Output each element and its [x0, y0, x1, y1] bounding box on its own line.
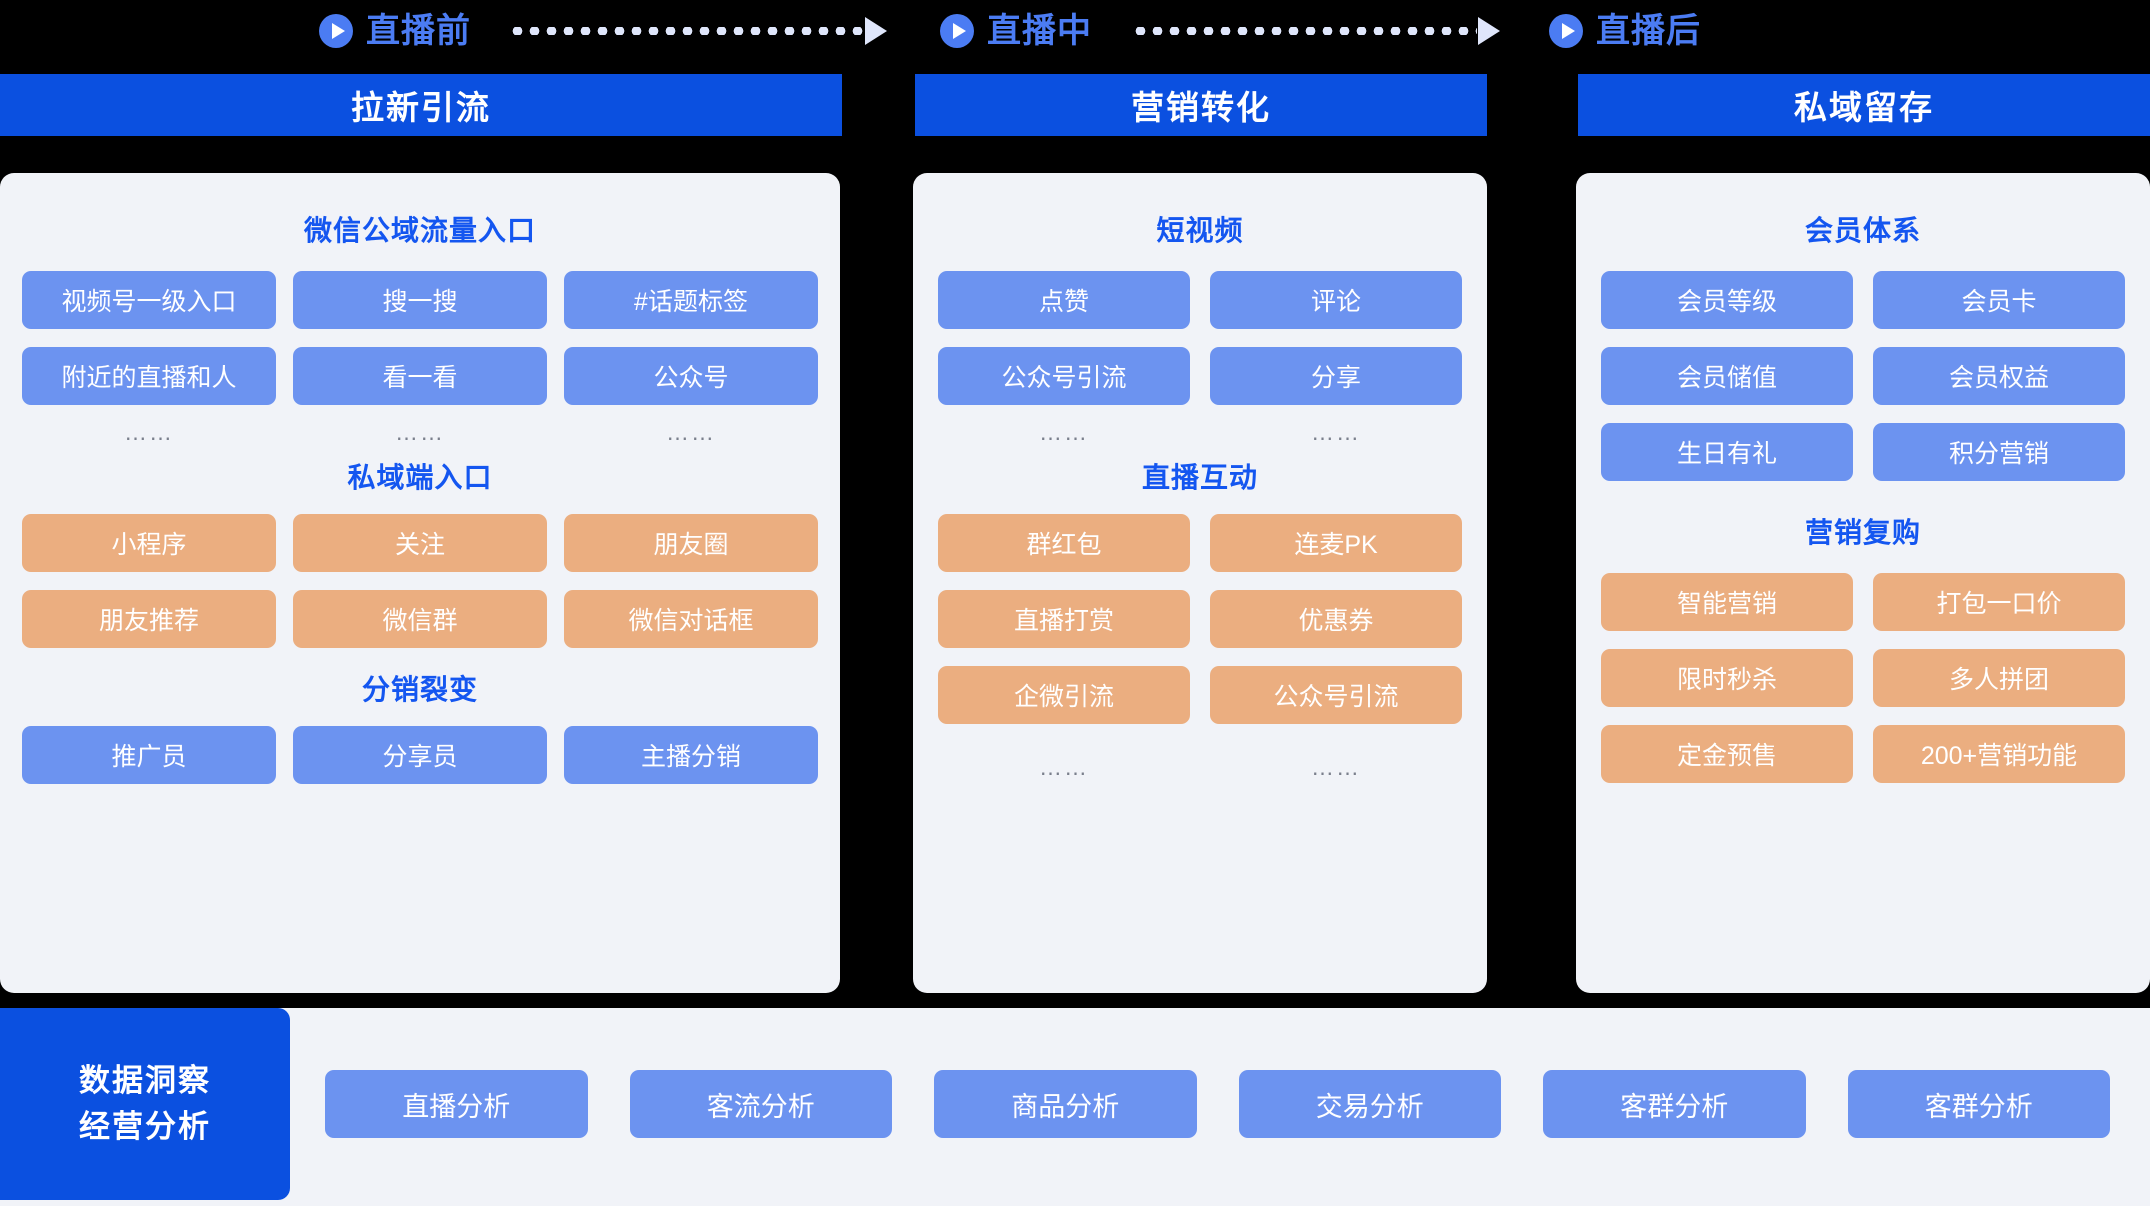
pill-grid-distribution-fission: 推广员 分享员 主播分销 [22, 726, 818, 784]
phase-1-label-group: 直播前 [318, 13, 471, 49]
analytics-pill-row: 直播分析 客流分析 商品分析 交易分析 客群分析 客群分析 [325, 1008, 2110, 1200]
dotted-arrow-2 [1132, 17, 1500, 45]
pill-item[interactable]: 200+营销功能 [1873, 725, 2125, 783]
pill-item[interactable]: 会员储值 [1601, 347, 1853, 405]
play-circle-icon [940, 14, 974, 48]
ellipsis: …… [1039, 754, 1089, 780]
pill-item[interactable]: 公众号引流 [1210, 666, 1462, 724]
ellipsis-row-1: …… …… …… [22, 421, 818, 444]
column-card-2: 短视频 点赞 评论 公众号引流 分享 …… …… 直播互动 群红包 连麦PK 直… [913, 173, 1487, 993]
column-header-2: 营销转化 [915, 74, 1487, 136]
pill-item[interactable]: 评论 [1210, 271, 1462, 329]
pill-item[interactable]: 连麦PK [1210, 514, 1462, 572]
phase-3: 直播后 [1548, 13, 1701, 49]
dotted-arrow-1 [509, 17, 887, 45]
pill-item[interactable]: 视频号一级入口 [22, 271, 276, 329]
pill-item[interactable]: 会员卡 [1873, 271, 2125, 329]
play-circle-icon [319, 14, 353, 48]
phase-timeline: 直播前 直播中 [0, 0, 2150, 62]
pill-item[interactable]: 企微引流 [938, 666, 1190, 724]
pill-item[interactable]: 看一看 [293, 347, 547, 405]
group-title-live-interaction: 直播互动 [1141, 462, 1258, 493]
column-card-3: 会员体系 会员等级 会员卡 会员储值 会员权益 生日有礼 积分营销 营销复购 智… [1576, 173, 2150, 993]
ellipsis-row-3: …… …… [938, 756, 1462, 779]
pill-item[interactable]: 微信对话框 [564, 590, 818, 648]
group-title-private-entry: 私域端入口 [347, 462, 493, 493]
column-card-1: 微信公域流量入口 视频号一级入口 搜一搜 #话题标签 附近的直播和人 看一看 公… [0, 173, 840, 993]
pill-grid-live-interaction: 群红包 连麦PK 直播打赏 优惠券 企微引流 公众号引流 [938, 514, 1462, 724]
ellipsis: …… [124, 419, 174, 445]
phase-2-label-group: 直播中 [939, 13, 1092, 49]
column-header-1-text: 拉新引流 [351, 89, 491, 126]
phase-1-title: 直播前 [366, 12, 471, 50]
pill-grid-member-system: 会员等级 会员卡 会员储值 会员权益 生日有礼 积分营销 [1601, 271, 2125, 481]
group-title-wechat-public-entry: 微信公域流量入口 [303, 215, 536, 246]
analytics-bar: 数据洞察 经营分析 直播分析 客流分析 商品分析 交易分析 客群分析 客群分析 [0, 1008, 2150, 1206]
pill-item[interactable]: 点赞 [938, 271, 1190, 329]
ellipsis: …… [666, 419, 716, 445]
pill-grid-short-video: 点赞 评论 公众号引流 分享 [938, 271, 1462, 405]
pill-item[interactable]: 会员权益 [1873, 347, 2125, 405]
column-header-3-text: 私域留存 [1794, 89, 1934, 126]
analytics-pill-customer-group-1[interactable]: 客群分析 [1543, 1070, 1806, 1138]
analytics-pill-product[interactable]: 商品分析 [934, 1070, 1197, 1138]
phase-2-title: 直播中 [987, 12, 1092, 50]
column-header-2-text: 营销转化 [1131, 89, 1271, 126]
ellipsis: …… [1039, 419, 1089, 445]
pill-item[interactable]: 主播分销 [564, 726, 818, 784]
group-title-distribution-fission: 分销裂变 [361, 674, 478, 705]
group-title-member-system: 会员体系 [1804, 215, 1921, 246]
pill-item[interactable]: 推广员 [22, 726, 276, 784]
analytics-pill-customer-group-2[interactable]: 客群分析 [1847, 1070, 2110, 1138]
pill-item[interactable]: 定金预售 [1601, 725, 1853, 783]
analytics-pill-live[interactable]: 直播分析 [325, 1070, 588, 1138]
phase-3-title: 直播后 [1596, 12, 1701, 50]
pill-item[interactable]: 小程序 [22, 514, 276, 572]
pill-item[interactable]: 打包一口价 [1873, 573, 2125, 631]
pill-item[interactable]: 朋友圈 [564, 514, 818, 572]
phase-2: 直播中 [939, 13, 1092, 49]
pill-item[interactable]: 公众号 [564, 347, 818, 405]
pill-grid-marketing-repurchase: 智能营销 打包一口价 限时秒杀 多人拼团 定金预售 200+营销功能 [1601, 573, 2125, 783]
pill-item[interactable]: 积分营销 [1873, 423, 2125, 481]
group-title-marketing-repurchase: 营销复购 [1804, 517, 1921, 548]
pill-item[interactable]: 群红包 [938, 514, 1190, 572]
pill-grid-wechat-public-entry: 视频号一级入口 搜一搜 #话题标签 附近的直播和人 看一看 公众号 [22, 271, 818, 405]
pill-item[interactable]: 直播打赏 [938, 590, 1190, 648]
analytics-label-line2: 经营分析 [79, 1109, 211, 1144]
analytics-pill-traffic[interactable]: 客流分析 [629, 1070, 892, 1138]
pill-item[interactable]: 会员等级 [1601, 271, 1853, 329]
pill-item[interactable]: 搜一搜 [293, 271, 547, 329]
pill-item[interactable]: 分享员 [293, 726, 547, 784]
play-circle-icon [1549, 14, 1583, 48]
ellipsis-row-2: …… …… [938, 421, 1462, 444]
analytics-pill-trade[interactable]: 交易分析 [1238, 1070, 1501, 1138]
pill-item[interactable]: 微信群 [293, 590, 547, 648]
pill-item[interactable]: 生日有礼 [1601, 423, 1853, 481]
analytics-label-block: 数据洞察 经营分析 [0, 1008, 290, 1200]
ellipsis: …… [1311, 754, 1361, 780]
pill-item[interactable]: 分享 [1210, 347, 1462, 405]
pill-item[interactable]: 公众号引流 [938, 347, 1190, 405]
group-title-short-video: 短视频 [1156, 215, 1244, 246]
pill-item[interactable]: 附近的直播和人 [22, 347, 276, 405]
ellipsis: …… [1311, 419, 1361, 445]
pill-item[interactable]: 关注 [293, 514, 547, 572]
pill-grid-private-entry: 小程序 关注 朋友圈 朋友推荐 微信群 微信对话框 [22, 514, 818, 648]
column-header-1: 拉新引流 [0, 74, 842, 136]
phase-1: 直播前 [318, 13, 471, 49]
analytics-label-line1: 数据洞察 [79, 1063, 211, 1099]
pill-item[interactable]: 优惠券 [1210, 590, 1462, 648]
pill-item[interactable]: 朋友推荐 [22, 590, 276, 648]
pill-item[interactable]: #话题标签 [564, 271, 818, 329]
pill-item[interactable]: 多人拼团 [1873, 649, 2125, 707]
column-header-3: 私域留存 [1578, 74, 2150, 136]
ellipsis: …… [395, 419, 445, 445]
pill-item[interactable]: 限时秒杀 [1601, 649, 1853, 707]
phase-3-label-group: 直播后 [1548, 13, 1701, 49]
pill-item[interactable]: 智能营销 [1601, 573, 1853, 631]
